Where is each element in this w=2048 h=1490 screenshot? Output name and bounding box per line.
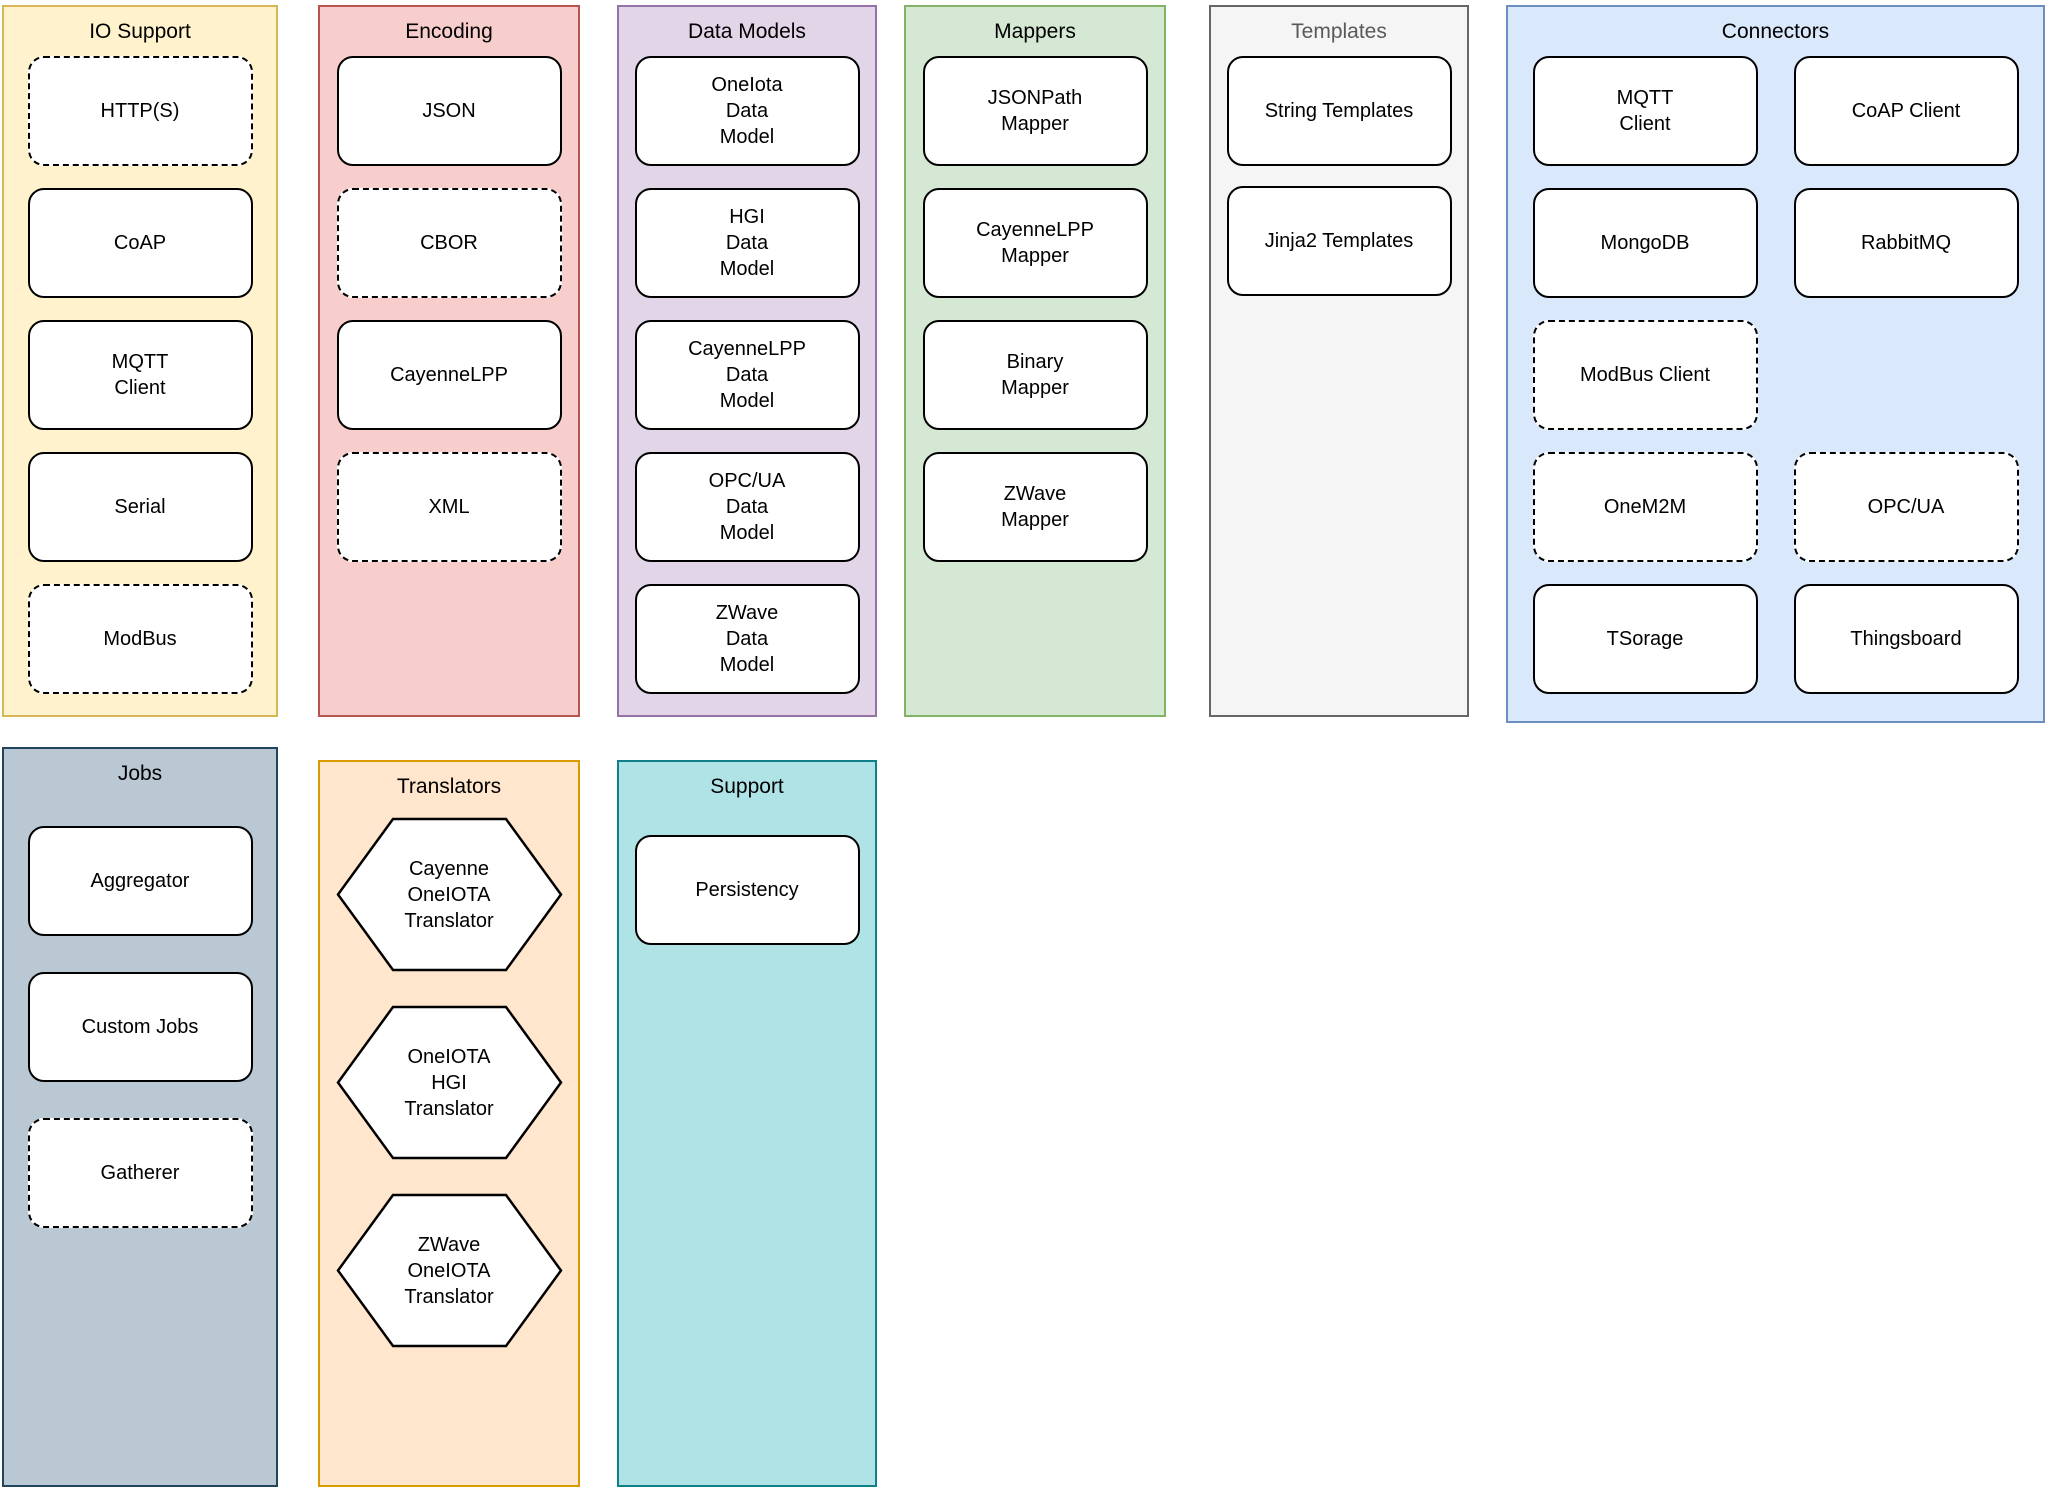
group-encoding-items: JSON CBOR CayenneLPP XML bbox=[320, 56, 578, 562]
node-connector-modbus-client: ModBus Client bbox=[1532, 320, 1758, 430]
node-modbus: ModBus bbox=[27, 584, 253, 694]
hexagon-label: ZWave OneIOTA Translator bbox=[404, 1233, 494, 1308]
group-data-models: Data Models OneIota Data Model HGI Data … bbox=[617, 5, 877, 717]
node-hgi-data-model: HGI Data Model bbox=[634, 188, 860, 298]
group-templates-items: String Templates Jinja2 Templates bbox=[1211, 56, 1467, 296]
group-encoding-title: Encoding bbox=[405, 20, 493, 43]
group-mappers-title: Mappers bbox=[994, 20, 1076, 43]
group-translators: Translators Cayenne OneIOTA Translator O… bbox=[318, 760, 580, 1487]
hexagon-shape bbox=[335, 817, 563, 972]
node-cayennelpp-data-model: CayenneLPP Data Model bbox=[634, 320, 860, 430]
group-templates-title: Templates bbox=[1291, 20, 1387, 43]
node-xml: XML bbox=[336, 452, 562, 562]
node-cayennelpp-mapper: CayenneLPP Mapper bbox=[922, 188, 1148, 298]
group-support-items: Persistency bbox=[619, 835, 875, 945]
node-json: JSON bbox=[336, 56, 562, 166]
node-persistency: Persistency bbox=[634, 835, 860, 945]
group-mappers-items: JSONPath Mapper CayenneLPP Mapper Binary… bbox=[906, 56, 1164, 562]
node-connector-thingsboard: Thingsboard bbox=[1793, 584, 2019, 694]
node-zwave-mapper: ZWave Mapper bbox=[922, 452, 1148, 562]
node-coap: CoAP bbox=[27, 188, 253, 298]
node-connector-mqtt-client: MQTT Client bbox=[1532, 56, 1758, 166]
hexagon-label: Cayenne OneIOTA Translator bbox=[404, 857, 494, 932]
node-binary-mapper: Binary Mapper bbox=[922, 320, 1148, 430]
node-oneiota-data-model: OneIota Data Model bbox=[634, 56, 860, 166]
group-jobs-items: Aggregator Custom Jobs Gatherer bbox=[4, 826, 276, 1228]
node-custom-jobs: Custom Jobs bbox=[27, 972, 253, 1082]
connectors-empty-cell bbox=[1794, 320, 2019, 430]
group-connectors: Connectors MQTT Client CoAP Client Mongo… bbox=[1506, 5, 2045, 723]
node-serial: Serial bbox=[27, 452, 253, 562]
group-support: Support Persistency bbox=[617, 760, 877, 1487]
node-string-templates: String Templates bbox=[1226, 56, 1452, 166]
group-mappers: Mappers JSONPath Mapper CayenneLPP Mappe… bbox=[904, 5, 1166, 717]
group-support-title: Support bbox=[710, 775, 784, 798]
node-opcua-data-model: OPC/UA Data Model bbox=[634, 452, 860, 562]
group-jobs: Jobs Aggregator Custom Jobs Gatherer bbox=[2, 747, 278, 1487]
node-cayennelpp: CayenneLPP bbox=[336, 320, 562, 430]
node-connector-coap-client: CoAP Client bbox=[1793, 56, 2019, 166]
group-io-support-items: HTTP(S) CoAP MQTT Client Serial ModBus bbox=[4, 56, 276, 694]
node-connector-onem2m: OneM2M bbox=[1532, 452, 1758, 562]
group-data-models-items: OneIota Data Model HGI Data Model Cayenn… bbox=[619, 56, 875, 694]
group-io-support: IO Support HTTP(S) CoAP MQTT Client Seri… bbox=[2, 5, 278, 717]
group-connectors-title: Connectors bbox=[1721, 20, 1830, 43]
hexagon-zwave-oneiota-translator: ZWave OneIOTA Translator bbox=[335, 1193, 563, 1348]
hexagon-oneiota-hgi-translator: OneIOTA HGI Translator bbox=[335, 1005, 563, 1160]
node-jsonpath-mapper: JSONPath Mapper bbox=[922, 56, 1148, 166]
node-connector-mongodb: MongoDB bbox=[1532, 188, 1758, 298]
node-connector-opcua: OPC/UA bbox=[1793, 452, 2019, 562]
group-translators-items: Cayenne OneIOTA Translator OneIOTA HGI T… bbox=[320, 817, 578, 1348]
group-templates: Templates String Templates Jinja2 Templa… bbox=[1209, 5, 1469, 717]
node-aggregator: Aggregator bbox=[27, 826, 253, 936]
node-cbor: CBOR bbox=[336, 188, 562, 298]
node-gatherer: Gatherer bbox=[27, 1118, 253, 1228]
node-https: HTTP(S) bbox=[27, 56, 253, 166]
group-connectors-items: MQTT Client CoAP Client MongoDB RabbitMQ… bbox=[1508, 56, 2043, 694]
node-connector-rabbitmq: RabbitMQ bbox=[1793, 188, 2019, 298]
node-jinja2-templates: Jinja2 Templates bbox=[1226, 186, 1452, 296]
node-connector-tsorage: TSorage bbox=[1532, 584, 1758, 694]
group-data-models-title: Data Models bbox=[688, 20, 806, 43]
hexagon-shape bbox=[335, 1193, 563, 1348]
group-encoding: Encoding JSON CBOR CayenneLPP XML bbox=[318, 5, 580, 717]
group-io-support-title: IO Support bbox=[89, 20, 191, 43]
node-zwave-data-model: ZWave Data Model bbox=[634, 584, 860, 694]
hexagon-shape bbox=[335, 1005, 563, 1160]
node-mqtt-client: MQTT Client bbox=[27, 320, 253, 430]
group-jobs-title: Jobs bbox=[117, 762, 163, 785]
hexagon-label: OneIOTA HGI Translator bbox=[404, 1045, 494, 1120]
hexagon-cayenne-oneiota-translator: Cayenne OneIOTA Translator bbox=[335, 817, 563, 972]
group-translators-title: Translators bbox=[396, 775, 502, 798]
